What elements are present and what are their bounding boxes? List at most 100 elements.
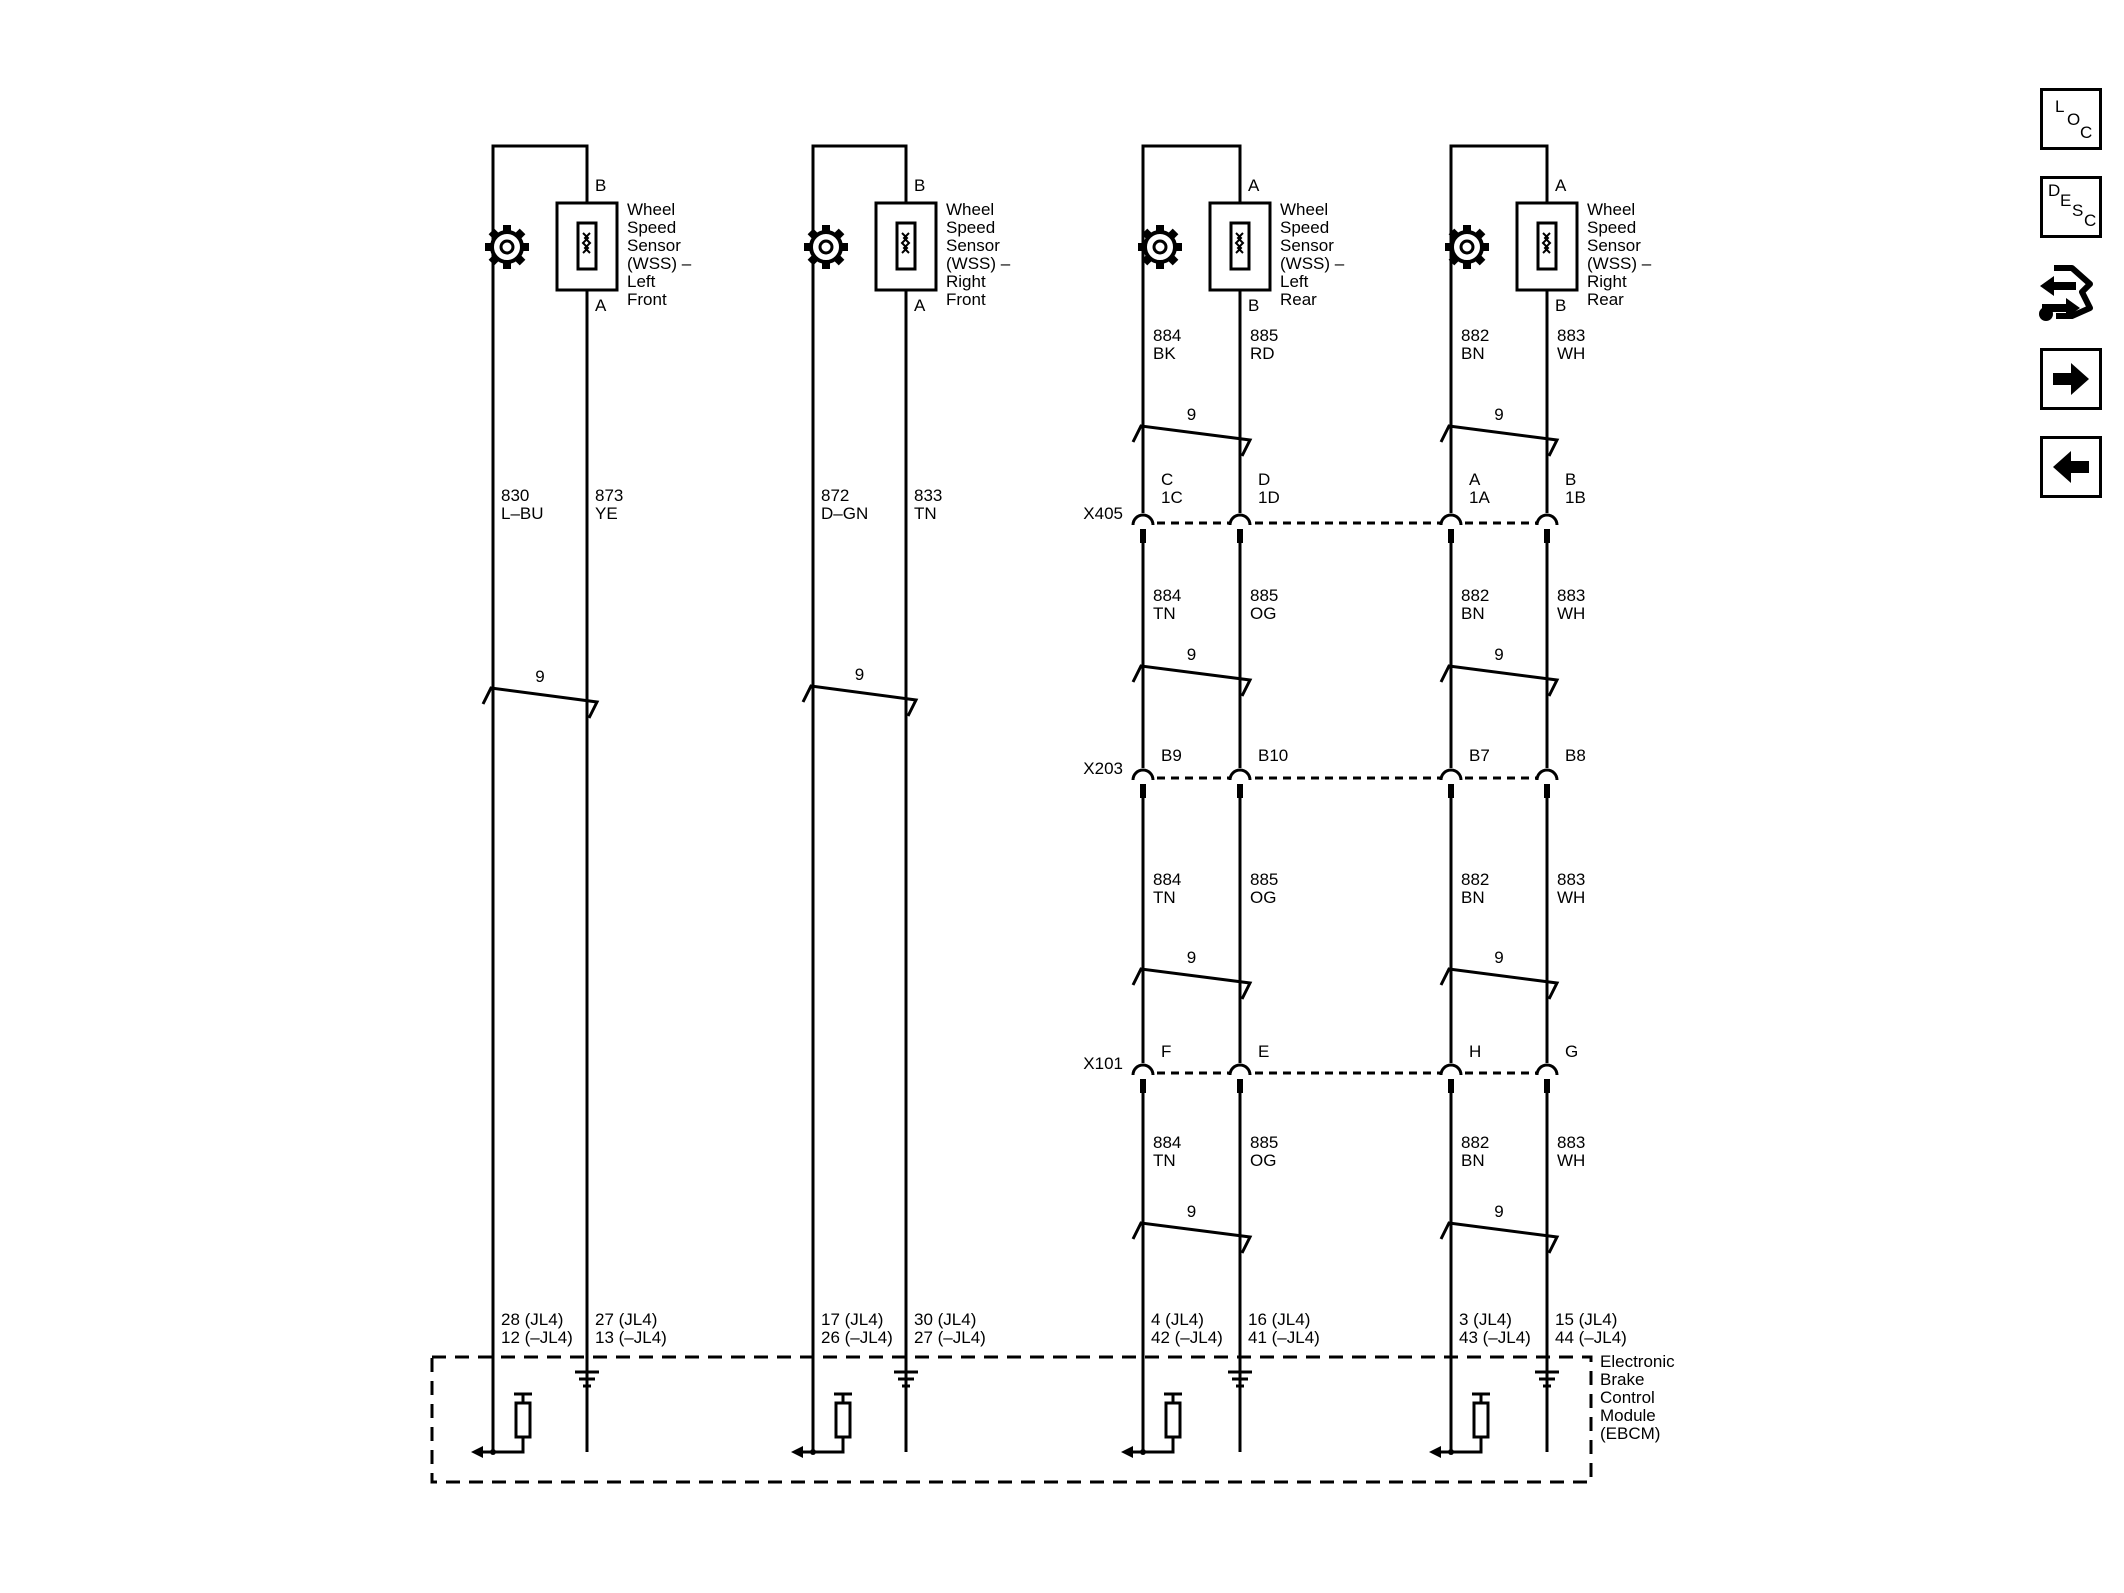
ebcm-pin-label: 4 (JL4) [1151,1310,1204,1329]
pullup-lead [803,1437,845,1454]
connector-name: X101 [1083,1054,1123,1073]
ebcm-pin-label: 12 (–JL4) [501,1328,573,1347]
sensor-pin-top: A [1248,176,1260,195]
twisted-pair-label: 9 [1494,1202,1503,1221]
pullup-resistor [514,1401,532,1439]
wire-label: TN [1153,604,1176,623]
twisted-pair-label: 9 [1494,405,1503,424]
ebcm-pin-label: 16 (JL4) [1248,1310,1310,1329]
connector-gap [1537,768,1557,794]
wire-label: 885 [1250,326,1278,345]
wire-label: WH [1557,888,1585,907]
wire-label: 883 [1557,326,1585,345]
connector-pin-female [1439,513,1463,526]
connector-pin-label: B7 [1469,746,1490,765]
pullup-lead [483,1437,525,1454]
connector-pin-female [1439,768,1463,781]
connector-pin-label: E [1258,1042,1269,1061]
wire-loop [491,144,589,1452]
connector-pin-female [1535,768,1559,781]
ground-symbol [894,1370,918,1388]
pullup-lead [1133,1437,1175,1454]
arrow-left-icon [2053,451,2089,483]
twisted-pair-label: 9 [1187,948,1196,967]
arrow-right-icon [2053,363,2089,395]
connector-pin-male [1237,784,1243,798]
connector-pin-female [1131,1063,1155,1076]
ground-symbol [1535,1370,1559,1388]
twisted-pair-label: 9 [535,667,544,686]
loc-letter-l: L [2055,97,2064,116]
sensor-name: Left [627,272,656,291]
wire-loop [1141,144,1242,1452]
gear-icon [804,225,848,269]
sensor-coil-icon [581,232,592,254]
connector-pin-label: D [1258,470,1270,489]
sensor-pin-top: B [914,176,925,195]
sensor-name: (WSS) – [946,254,1011,273]
gear-icon [485,225,529,269]
connector-pin-male [1544,529,1550,543]
ebcm-pin-label: 30 (JL4) [914,1310,976,1329]
wire-loop [1449,144,1549,1452]
twisted-pair-mark [801,684,919,717]
schematic-tool-icon[interactable] [2036,256,2106,330]
twisted-pair-label: 9 [1187,405,1196,424]
loc-button[interactable]: L O C [2040,88,2102,150]
sensor-coil-icon [900,232,911,254]
twisted-pair-label: 9 [1494,948,1503,967]
previous-page-button[interactable] [2040,436,2102,498]
wire-label: 883 [1557,586,1585,605]
ebcm-label: Control [1600,1388,1655,1407]
connector-pin-label: B8 [1565,746,1586,765]
ebcm-label: (EBCM) [1600,1424,1660,1443]
sensor-pin-bottom: B [1248,296,1259,315]
wire-label: WH [1557,344,1585,363]
connector-pin-male [1237,1079,1243,1093]
wire-label: 884 [1153,586,1181,605]
connector-pin-male [1544,784,1550,798]
signal-arrow-icon [1429,1446,1441,1458]
ebcm-pin-label: 17 (JL4) [821,1310,883,1329]
sensor-name: Sensor [627,236,681,255]
desc-button[interactable]: D E S C [2040,176,2102,238]
wire-label: 883 [1557,1133,1585,1152]
twisted-pair-label: 9 [855,665,864,684]
sensor-name: Wheel [627,200,675,219]
wire-label: 882 [1461,870,1489,889]
connector-name: X203 [1083,759,1123,778]
sensor-name: Wheel [1587,200,1635,219]
connector-pin-female [1228,1063,1252,1076]
sensor-name: (WSS) – [627,254,692,273]
connector-pin-label: G [1565,1042,1578,1061]
connector-pin-label: C [1161,470,1173,489]
wire-label: 882 [1461,326,1489,345]
twisted-pair-mark [1131,1221,1253,1254]
sensor-name: Left [1280,272,1309,291]
ebcm-label: Module [1600,1406,1656,1425]
signal-arrow-icon [1121,1446,1133,1458]
pullup-lead [1441,1437,1483,1454]
connector-pin-female [1131,513,1155,526]
wire-label: TN [914,504,937,523]
connector-gap [1133,1063,1153,1089]
wire-label: 884 [1153,870,1181,889]
wire-label: TN [1153,1151,1176,1170]
next-page-button[interactable] [2040,348,2102,410]
loc-letter-c: C [2080,123,2092,142]
twisted-pair-mark [1439,1221,1560,1254]
twisted-pair-mark [1439,664,1560,697]
twisted-pair-label: 9 [1187,645,1196,664]
wire-label: 883 [1557,870,1585,889]
junction-dot [1448,1449,1454,1455]
wire-label: 885 [1250,1133,1278,1152]
ground-symbol [1228,1370,1252,1388]
wire-label: 885 [1250,586,1278,605]
sensor-name: Sensor [1587,236,1641,255]
loc-letter-o: O [2067,110,2080,129]
ebcm-pin-label: 43 (–JL4) [1459,1328,1531,1347]
ground-symbol [575,1370,599,1388]
connector-pin-male [1544,1079,1550,1093]
wire-label: BN [1461,344,1485,363]
ebcm-label: Brake [1600,1370,1644,1389]
